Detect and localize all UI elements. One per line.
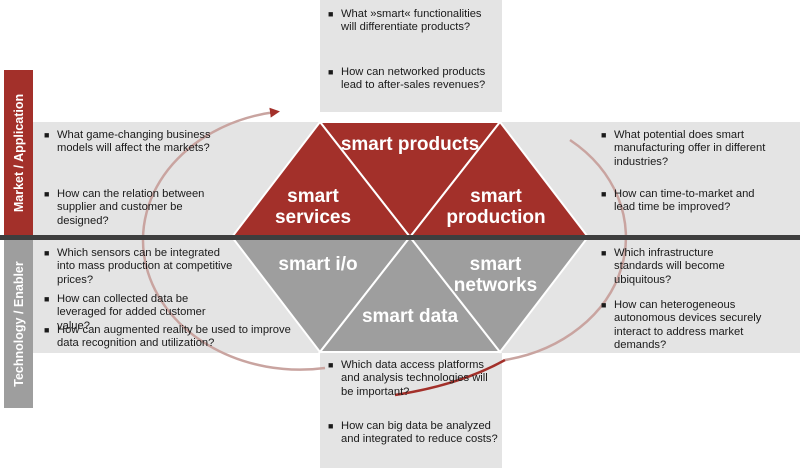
question-io-3: ■How can augmented reality be used to im… [44, 324, 291, 350]
bullet-icon: ■ [601, 130, 607, 140]
bullet-icon: ■ [601, 300, 607, 310]
top-panel [320, 0, 502, 112]
question-io-2: ■How can collected data be leveraged for… [44, 293, 206, 332]
label-smart-data: smart data [361, 306, 459, 327]
question-networks-2: ■How can heterogeneous autonomous device… [601, 299, 762, 352]
question-production-1: ■What potential does smart manufacturing… [601, 129, 766, 168]
cycle-arrow-right [504, 138, 628, 362]
market-axis-label: Market / Application [4, 70, 33, 235]
bullet-icon: ■ [328, 421, 334, 431]
cycle-arrow-bottom [394, 358, 506, 397]
question-production-2: ■How can time-to-market and lead time be… [601, 188, 755, 214]
label-smart-services: smart services [274, 186, 352, 228]
label-smart-io: smart i/o [278, 254, 358, 275]
bullet-icon: ■ [328, 67, 334, 77]
question-data-2: ■How can big data be analyzed and integr… [328, 420, 498, 446]
label-smart-products: smart products [340, 134, 480, 155]
bullet-icon: ■ [328, 360, 334, 370]
question-networks-1: ■Which infrastructure standards will bec… [601, 247, 725, 286]
question-services-1: ■What game-changing business models will… [44, 129, 211, 155]
bullet-icon: ■ [44, 130, 50, 140]
bottom-panel [320, 353, 502, 468]
market-technology-divider [0, 235, 800, 240]
question-data-1: ■Which data access platforms and analysi… [328, 359, 488, 398]
bullet-icon: ■ [44, 189, 50, 199]
bullet-icon: ■ [44, 248, 50, 258]
question-products-1: ■What »smart« functionalities will diffe… [328, 8, 482, 34]
label-smart-networks: smart networks [453, 254, 538, 296]
bullet-icon: ■ [601, 248, 607, 258]
question-products-2: ■How can networked products lead to afte… [328, 66, 486, 92]
bullet-icon: ■ [601, 189, 607, 199]
bullet-icon: ■ [44, 325, 50, 335]
cycle-arrow-left [141, 107, 326, 371]
question-services-2: ■How can the relation between supplier a… [44, 188, 205, 227]
question-io-1: ■Which sensors can be integrated into ma… [44, 247, 233, 286]
bullet-icon: ■ [44, 294, 50, 304]
label-smart-production: smart production [446, 186, 546, 228]
bullet-icon: ■ [328, 9, 334, 19]
technology-axis-label: Technology / Enabler [4, 240, 33, 408]
